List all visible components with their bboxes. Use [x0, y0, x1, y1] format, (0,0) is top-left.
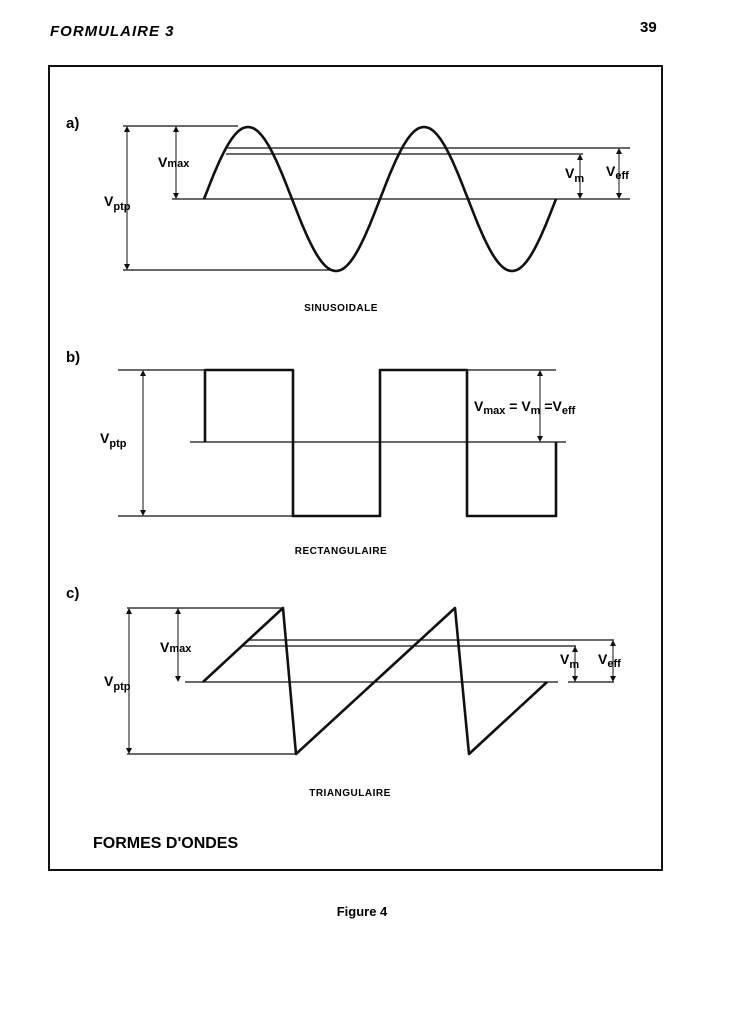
equality-label: Vmax = Vm =Veff [474, 398, 576, 417]
panel-caption: TRIANGULAIRE [309, 788, 391, 799]
running-header: FORMULAIRE 3 [50, 23, 175, 40]
vm-label: Vm [565, 165, 584, 185]
panel-caption: SINUSOIDALE [304, 303, 378, 314]
panel-sinusoidal: a) Vmax Vptp Vm Veff SINUSOIDALE [66, 115, 630, 314]
veff-label: Veff [606, 163, 629, 182]
vm-label: Vm [560, 651, 579, 671]
vptp-label: Vptp [100, 430, 127, 450]
figure-caption: Figure 4 [337, 904, 388, 919]
sine-wave [202, 125, 558, 273]
vmax-label: Vmax [160, 639, 192, 655]
figure-frame [48, 65, 663, 871]
vptp-label: Vptp [104, 673, 131, 693]
vptp-label: Vptp [104, 193, 131, 213]
page-number: 39 [640, 19, 657, 36]
panel-rectangular: b) Vptp Vmax = Vm =Veff RECTANGULAIRE [66, 349, 576, 557]
square-wave [203, 368, 558, 518]
figure-title: FORMES D'ONDES [93, 835, 238, 852]
panel-label: b) [66, 349, 80, 366]
panel-caption: RECTANGULAIRE [295, 546, 387, 557]
panel-label: c) [66, 585, 79, 602]
sawtooth-wave [202, 606, 548, 756]
vmax-label: Vmax [158, 154, 190, 170]
panel-label: a) [66, 115, 79, 132]
veff-label: Veff [598, 651, 621, 670]
panel-triangular: c) Vmax Vptp Vm Veff TRIANGULAIRE [66, 585, 621, 799]
